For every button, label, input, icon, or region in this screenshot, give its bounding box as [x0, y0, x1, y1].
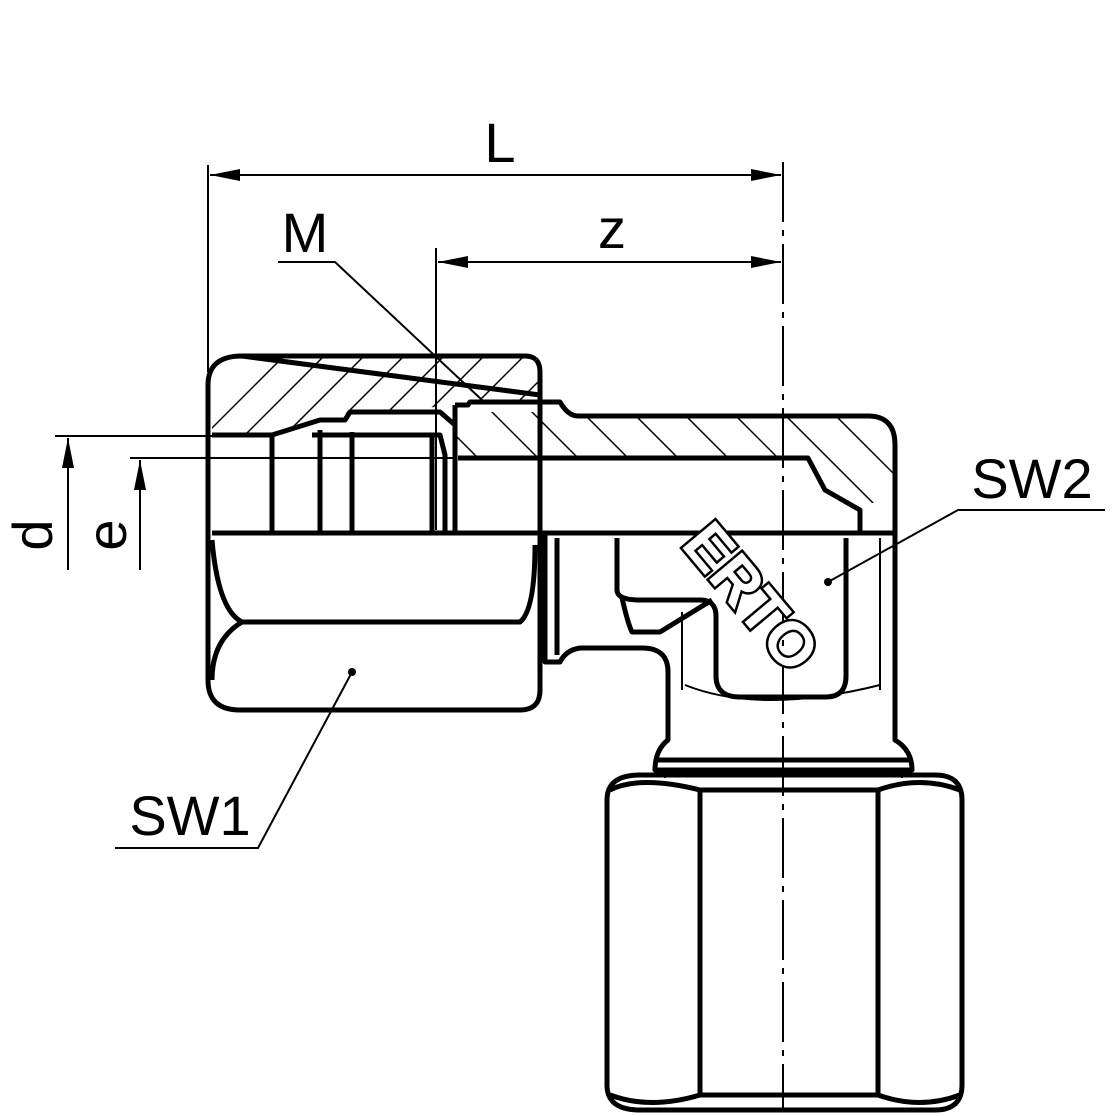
label-L: L [484, 111, 515, 174]
label-d: d [1, 519, 64, 550]
nut-sw1 [205, 353, 893, 713]
logo-erto: ERTO [669, 510, 832, 685]
dimension-z: z [435, 197, 781, 530]
dimension-d: d [1, 435, 212, 570]
dimension-e: e [75, 457, 455, 570]
callout-sw2: SW2 [824, 447, 1105, 586]
callout-sw1: SW1 [115, 668, 356, 849]
elbow-body [455, 399, 915, 778]
dimension-L: L [207, 111, 781, 372]
label-M: M [282, 201, 329, 264]
label-e: e [75, 519, 138, 550]
dimension-M: M [278, 201, 483, 401]
label-sw1: SW1 [129, 784, 250, 847]
label-sw2: SW2 [971, 447, 1092, 510]
nut-sw2 [604, 772, 965, 1113]
label-z: z [598, 197, 626, 260]
